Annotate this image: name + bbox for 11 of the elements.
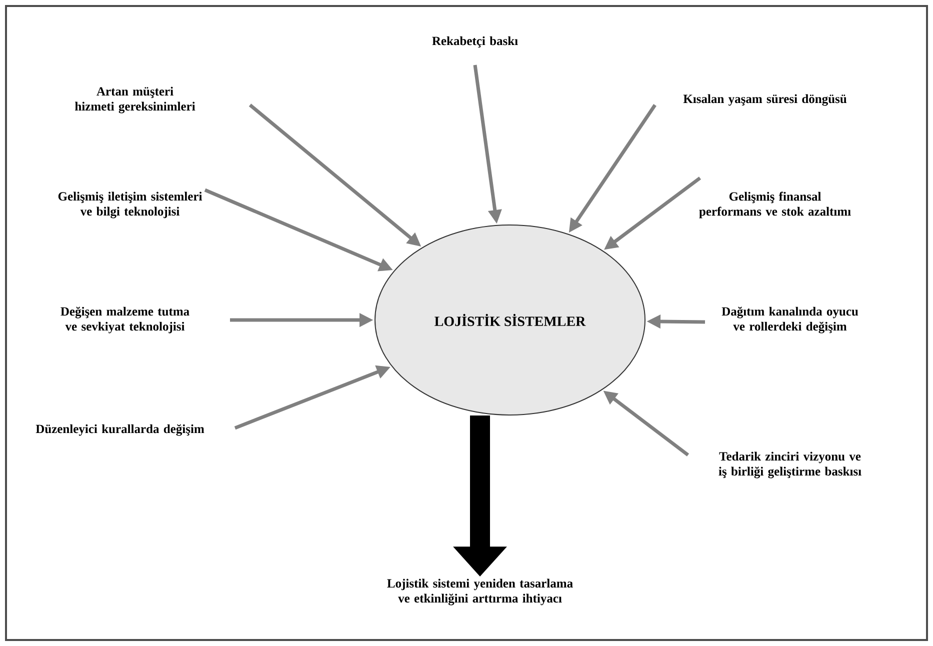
factor-label: Tedarik zinciri vizyonu ve iş birliği geliştirme baskısı xyxy=(718,452,862,478)
factor-label: Lojistik sistemi yeniden tasarlama ve etkinliğini arttırma ihtiyacı xyxy=(387,578,573,606)
factor-label: Gelişmiş iletişim sistemleri ve bilgi teknolojisi xyxy=(58,192,202,218)
factor-label: Kısalan yaşam süresi döngüsü xyxy=(683,94,846,106)
factor-label: Gelişmiş finansal performans ve stok azaltımı xyxy=(699,192,851,218)
factor-label: Rekabetçi baskı xyxy=(432,36,518,48)
ellipse-node: LOJİSTİK SİSTEMLER xyxy=(374,224,646,416)
factor-label: Artan müşteri hizmeti gereksinimleri xyxy=(75,86,196,114)
factor-label: Değişen malzeme tutma ve sevkiyat teknolojisi xyxy=(60,306,190,334)
factor-label: Dağıtım kanalında oyucu ve rollerdeki değişim xyxy=(722,306,858,334)
factor-label: Düzenleyici kurallarda değişim xyxy=(36,424,204,436)
